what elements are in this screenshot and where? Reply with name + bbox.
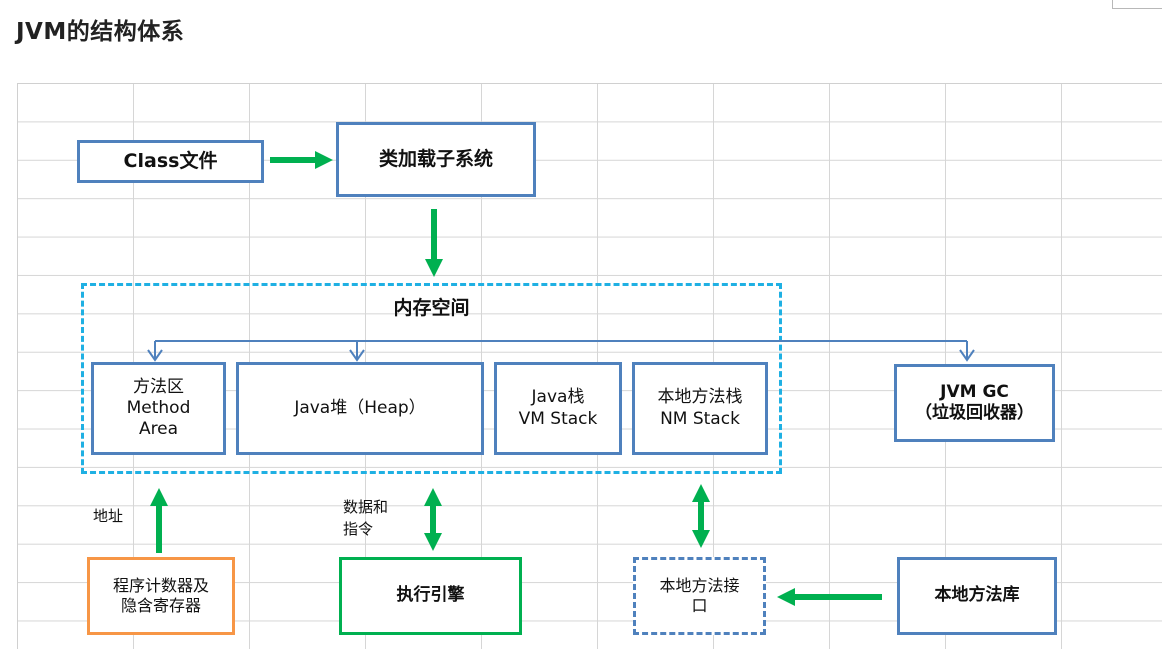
class-loader-label: 类加载子系统 bbox=[378, 147, 493, 170]
java-stack-line-2: VM Stack bbox=[518, 408, 598, 429]
pc-register-box: 程序计数器及 隐含寄存器 bbox=[87, 557, 235, 635]
native-stack-line-1: 本地方法栈 bbox=[657, 387, 743, 408]
memory-distribution-connector bbox=[147, 340, 975, 362]
method-area-line-3: Area bbox=[138, 419, 179, 440]
pc-register-line-1: 程序计数器及 bbox=[112, 576, 209, 595]
address-label: 地址 bbox=[93, 507, 124, 525]
jvm-gc-line-2: （垃圾回收器） bbox=[915, 403, 1034, 423]
page-title: JVM的结构体系 bbox=[16, 19, 185, 45]
method-area-box: 方法区 Method Area bbox=[91, 362, 226, 455]
heap-label: Java堆（Heap） bbox=[294, 397, 426, 418]
pc-register-line-2: 隐含寄存器 bbox=[120, 596, 201, 615]
native-interface-line-1: 本地方法接 bbox=[659, 576, 740, 595]
execution-engine-box: 执行引擎 bbox=[339, 557, 522, 635]
memory-space-label: 内存空间 bbox=[393, 297, 470, 319]
native-library-box: 本地方法库 bbox=[897, 557, 1057, 635]
memory-space-container bbox=[81, 283, 782, 474]
corner-mark bbox=[1112, 0, 1162, 9]
method-area-line-1: 方法区 bbox=[133, 376, 184, 397]
class-file-label: Class文件 bbox=[123, 149, 218, 172]
heap-box: Java堆（Heap） bbox=[236, 362, 484, 455]
native-interface-box: 本地方法接 口 bbox=[633, 557, 766, 635]
native-stack-line-2: NM Stack bbox=[660, 408, 740, 429]
data-instructions-label: 数据和 指令 bbox=[343, 497, 388, 541]
data-instructions-line-1: 数据和 bbox=[343, 498, 389, 516]
execution-engine-label: 执行引擎 bbox=[396, 585, 465, 606]
native-stack-box: 本地方法栈 NM Stack bbox=[632, 362, 768, 455]
method-area-line-2: Method bbox=[126, 397, 191, 418]
native-interface-line-2: 口 bbox=[691, 596, 708, 615]
class-file-box: Class文件 bbox=[77, 140, 264, 183]
jvm-gc-box: JVM GC （垃圾回收器） bbox=[894, 364, 1055, 442]
class-loader-box: 类加载子系统 bbox=[336, 122, 536, 197]
native-library-label: 本地方法库 bbox=[934, 585, 1020, 606]
java-stack-box: Java栈 VM Stack bbox=[494, 362, 622, 455]
jvm-gc-line-1: JVM GC bbox=[940, 381, 1009, 402]
java-stack-line-1: Java栈 bbox=[531, 387, 585, 408]
data-instructions-line-2: 指令 bbox=[343, 519, 374, 538]
